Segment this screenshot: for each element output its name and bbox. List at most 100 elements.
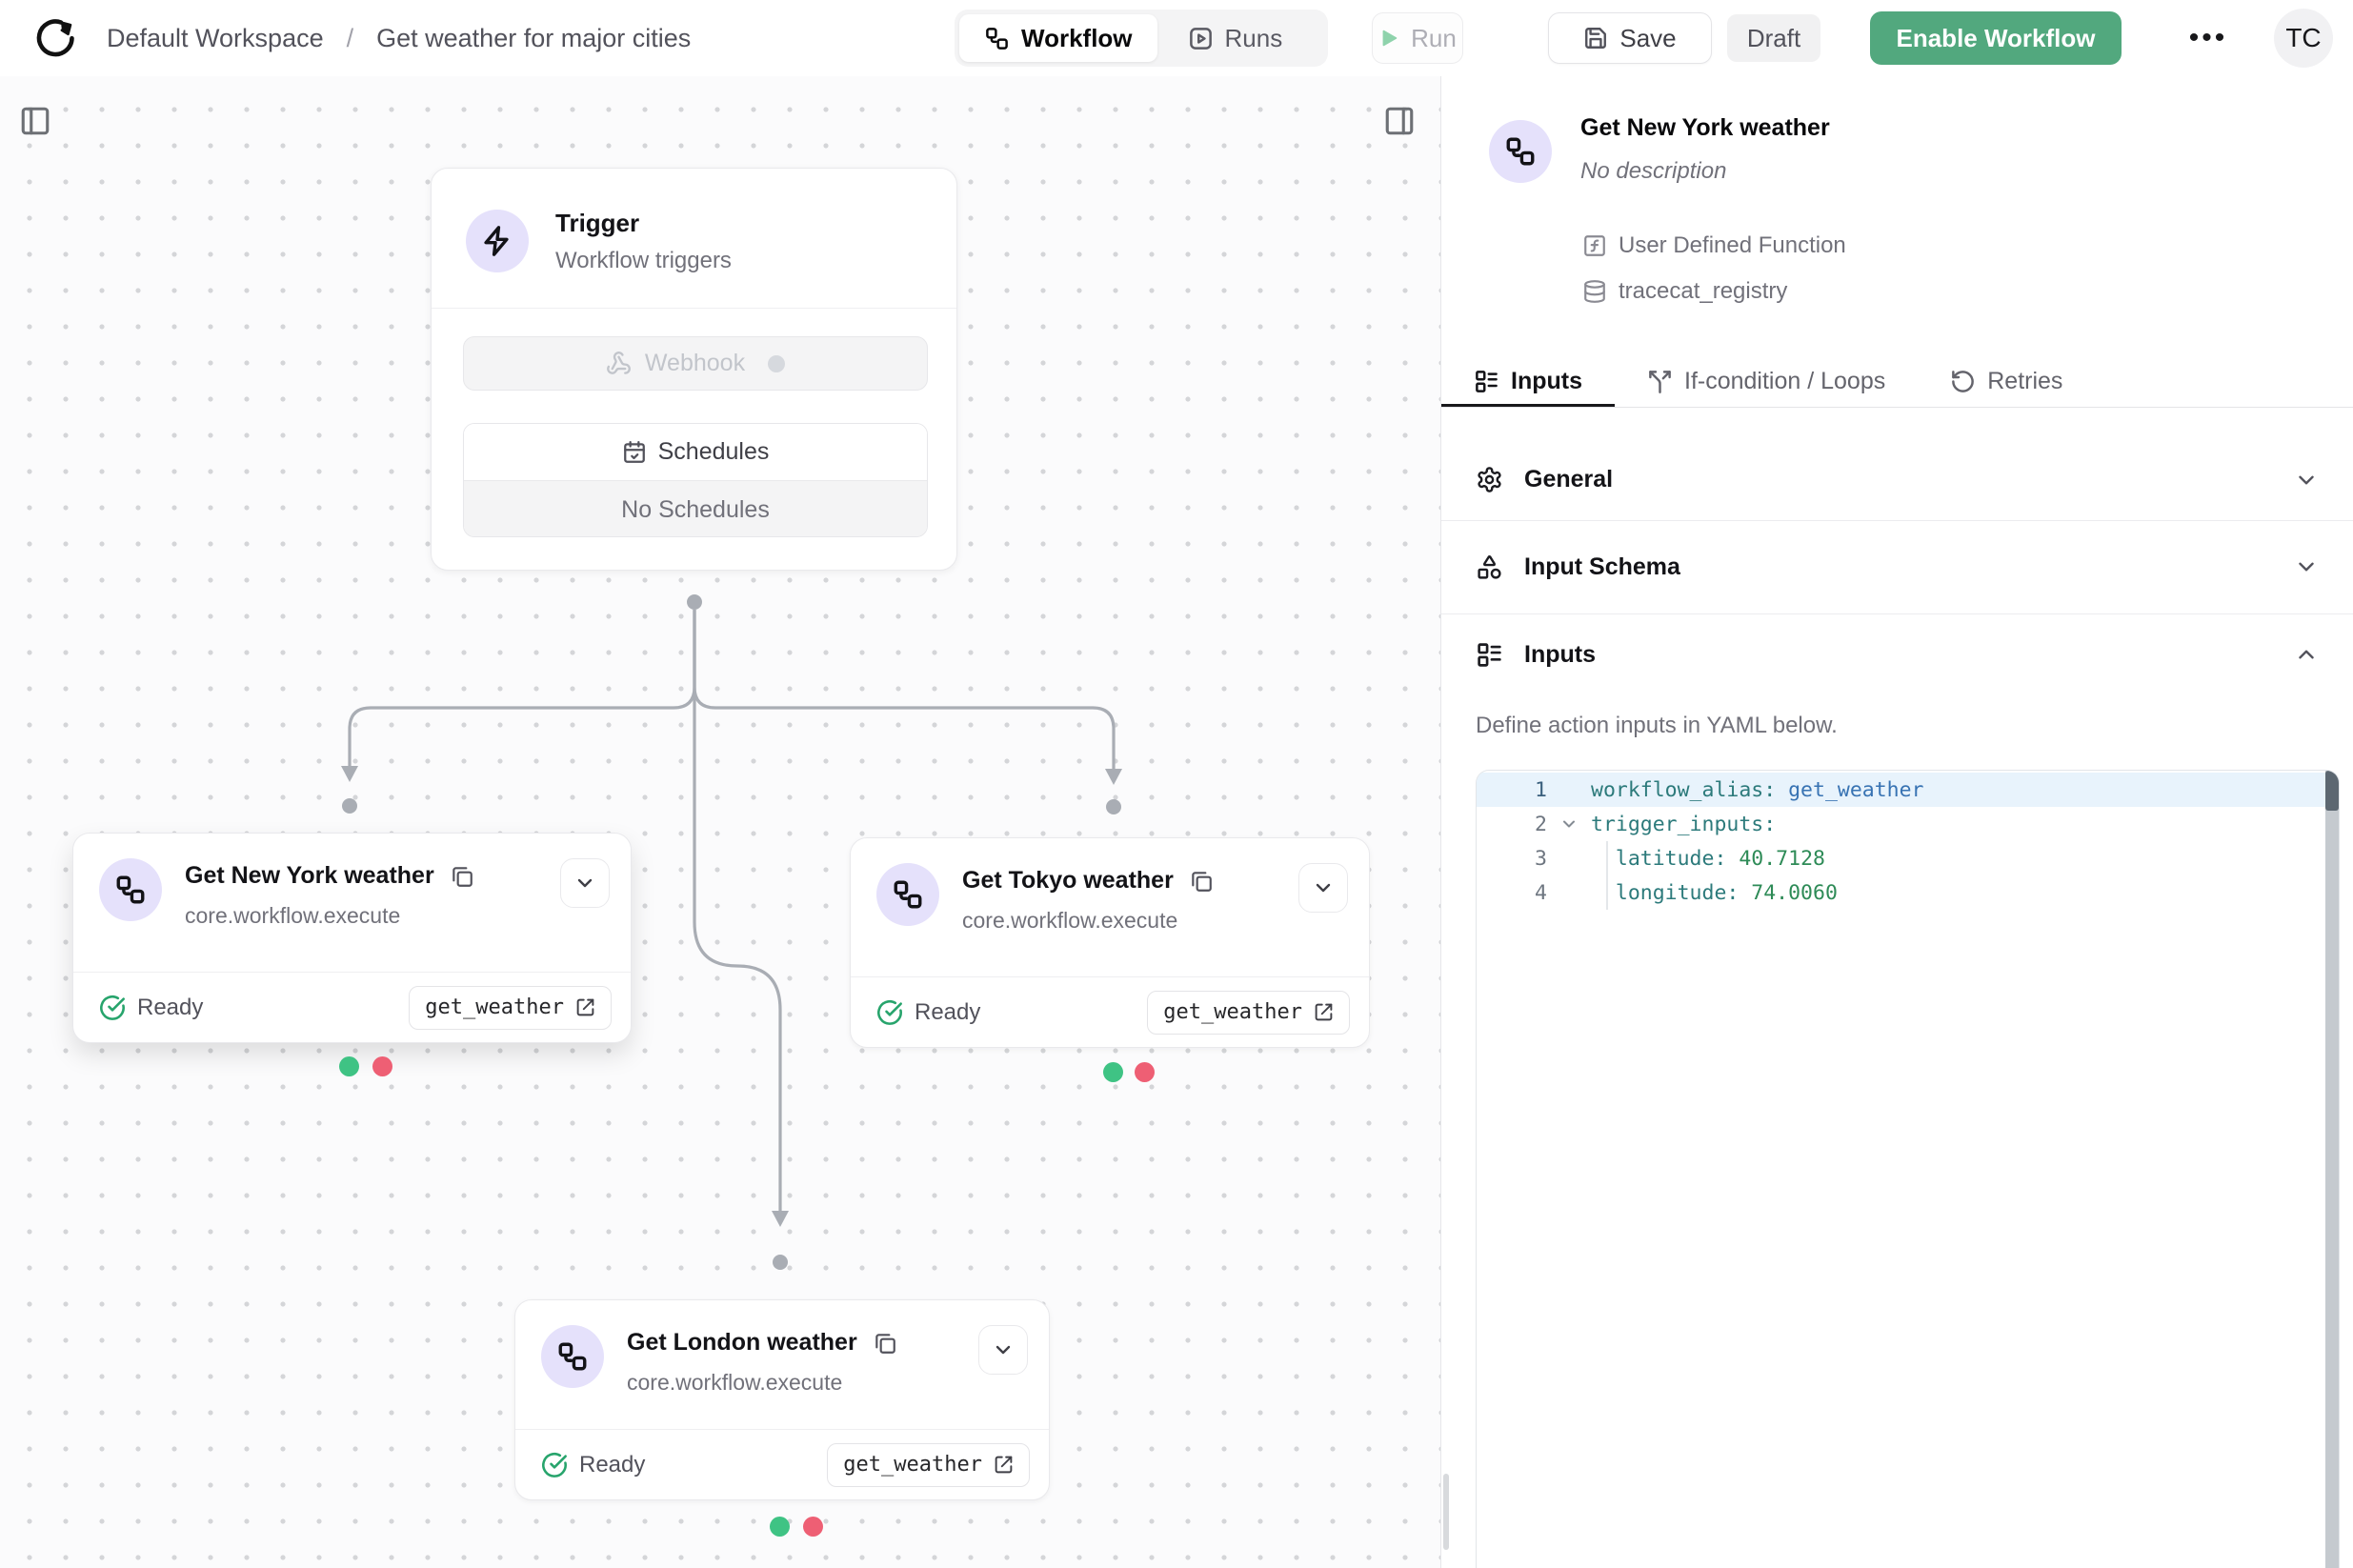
node-footer: Ready get_weather	[515, 1429, 1049, 1499]
workflow-icon	[876, 863, 939, 926]
section-inputs[interactable]: Inputs	[1441, 613, 2353, 695]
workflow-alias-badge[interactable]: get_weather	[409, 985, 612, 1030]
action-config-panel: Get New York weather No description User…	[1440, 76, 2353, 1568]
node-title: Get New York weather	[185, 862, 434, 889]
tracecat-logo-icon[interactable]	[34, 16, 78, 60]
tab-workflow-label: Workflow	[1021, 23, 1133, 52]
tab-runs[interactable]: Runs	[1163, 14, 1308, 62]
line-number: 1	[1535, 777, 1547, 802]
tab-if-condition-loops[interactable]: If-condition / Loops	[1615, 358, 1918, 407]
error-handle-dot[interactable]	[372, 1056, 392, 1076]
external-link-icon	[576, 998, 594, 1016]
success-handle-dot[interactable]	[770, 1517, 790, 1537]
workflow-alias-badge[interactable]: get_weather	[827, 1442, 1030, 1487]
success-handle-dot[interactable]	[339, 1056, 359, 1076]
error-handle-dot[interactable]	[803, 1517, 823, 1537]
tab-retries-label: Retries	[1987, 367, 2063, 394]
panel-right-icon	[1385, 107, 1414, 135]
action-node-london[interactable]: Get London weather core.workflow.execute	[514, 1299, 1050, 1500]
alias-label: get_weather	[1163, 1000, 1302, 1024]
action-node-tokyo[interactable]: Get Tokyo weather core.workflow.execute	[850, 837, 1370, 1048]
panel-action-description: No description	[1580, 158, 1727, 184]
yaml-colon: :	[1726, 880, 1752, 905]
breadcrumb: Default Workspace / Get weather for majo…	[107, 0, 691, 76]
section-general[interactable]: General	[1441, 439, 2353, 520]
tab-retries[interactable]: Retries	[1918, 358, 2095, 407]
workflow-canvas[interactable]: Trigger Workflow triggers Webhook	[0, 76, 1440, 1568]
trigger-node[interactable]: Trigger Workflow triggers Webhook	[431, 168, 957, 571]
tab-workflow[interactable]: Workflow	[959, 14, 1157, 62]
more-options-button[interactable]: •••	[2174, 12, 2242, 64]
schedules-label: Schedules	[657, 438, 770, 465]
view-switcher: Workflow Runs	[955, 10, 1328, 67]
editor-line: 2 trigger_inputs:	[1477, 807, 2339, 841]
database-icon	[1584, 280, 1605, 303]
section-general-label: General	[1524, 466, 1614, 493]
copy-icon[interactable]	[873, 1331, 897, 1356]
panel-left-icon	[21, 107, 50, 135]
node-header: Get London weather core.workflow.execute	[515, 1300, 1049, 1396]
breadcrumb-separator: /	[346, 23, 354, 52]
chevron-down-icon	[2299, 475, 2314, 484]
line-number: 2	[1535, 812, 1547, 836]
node-action-type: core.workflow.execute	[627, 1370, 843, 1395]
toggle-left-panel-button[interactable]	[19, 105, 51, 137]
save-label: Save	[1619, 23, 1677, 52]
breadcrumb-workspace[interactable]: Default Workspace	[107, 23, 324, 52]
node-title: Get London weather	[627, 1329, 857, 1356]
panel-scrollbar[interactable]	[1443, 1474, 1449, 1550]
alias-label: get_weather	[425, 995, 564, 1019]
node-expand-button[interactable]	[978, 1325, 1028, 1375]
chevron-down-icon	[996, 1345, 1011, 1355]
check-circle-icon	[877, 999, 902, 1025]
copy-icon[interactable]	[1189, 869, 1214, 894]
toggle-right-panel-button[interactable]	[1383, 105, 1416, 137]
node-action-type: core.workflow.execute	[962, 908, 1178, 933]
webhook-status-dot	[768, 354, 786, 372]
save-icon	[1585, 28, 1607, 49]
editor-scrollbar[interactable]	[2325, 771, 2339, 1568]
error-handle-dot[interactable]	[1135, 1062, 1155, 1082]
schedules-button[interactable]: Schedules	[464, 424, 927, 481]
node-expand-button[interactable]	[560, 858, 610, 908]
user-avatar[interactable]: TC	[2274, 9, 2333, 68]
webhook-button[interactable]: Webhook	[463, 336, 928, 391]
top-bar: Default Workspace / Get weather for majo…	[0, 0, 2353, 76]
node-footer: Ready get_weather	[73, 972, 631, 1042]
workflow-icon	[99, 858, 162, 921]
chevron-down-icon	[1316, 883, 1331, 893]
save-button[interactable]: Save	[1548, 12, 1712, 64]
panel-tabs: Inputs If-condition / Loops Retries	[1441, 358, 2353, 408]
tab-inputs[interactable]: Inputs	[1441, 358, 1615, 407]
workflow-icon	[986, 27, 1008, 50]
tab-inputs-label: Inputs	[1511, 367, 1582, 394]
editor-line: 3 latitude: 40.7128	[1477, 841, 2339, 875]
editor-line: 4 longitude: 74.0060	[1477, 875, 2339, 910]
editor-scrollbar-thumb[interactable]	[2325, 771, 2339, 811]
panel-meta-registry-label: tracecat_registry	[1619, 278, 1788, 304]
workflow-alias-badge[interactable]: get_weather	[1147, 990, 1350, 1035]
action-node-new-york[interactable]: Get New York weather core.workflow.execu…	[72, 833, 632, 1043]
webhook-icon	[606, 352, 631, 374]
section-input-schema[interactable]: Input Schema	[1441, 520, 2353, 613]
node-expand-button[interactable]	[1298, 863, 1348, 913]
enable-workflow-button[interactable]: Enable Workflow	[1870, 11, 2122, 65]
list-icon	[1478, 642, 1501, 667]
section-divider	[1441, 520, 2353, 521]
success-handle-dot[interactable]	[1103, 1062, 1123, 1082]
yaml-editor[interactable]: 1 workflow_alias: get_weather 2 trigger_…	[1476, 770, 2340, 1568]
shapes-icon	[1478, 554, 1501, 579]
play-icon	[1382, 30, 1398, 47]
list-icon	[1476, 370, 1498, 392]
function-square-icon	[1584, 235, 1605, 256]
copy-icon[interactable]	[450, 864, 474, 889]
run-button[interactable]: Run	[1372, 12, 1463, 64]
workflow-icon	[1489, 120, 1552, 183]
run-label: Run	[1411, 23, 1457, 52]
section-divider	[1441, 613, 2353, 614]
node-status: Ready	[876, 999, 980, 1026]
zap-icon	[466, 210, 529, 272]
fold-chevron-icon[interactable]	[1547, 814, 1591, 834]
tab-runs-label: Runs	[1224, 23, 1283, 52]
